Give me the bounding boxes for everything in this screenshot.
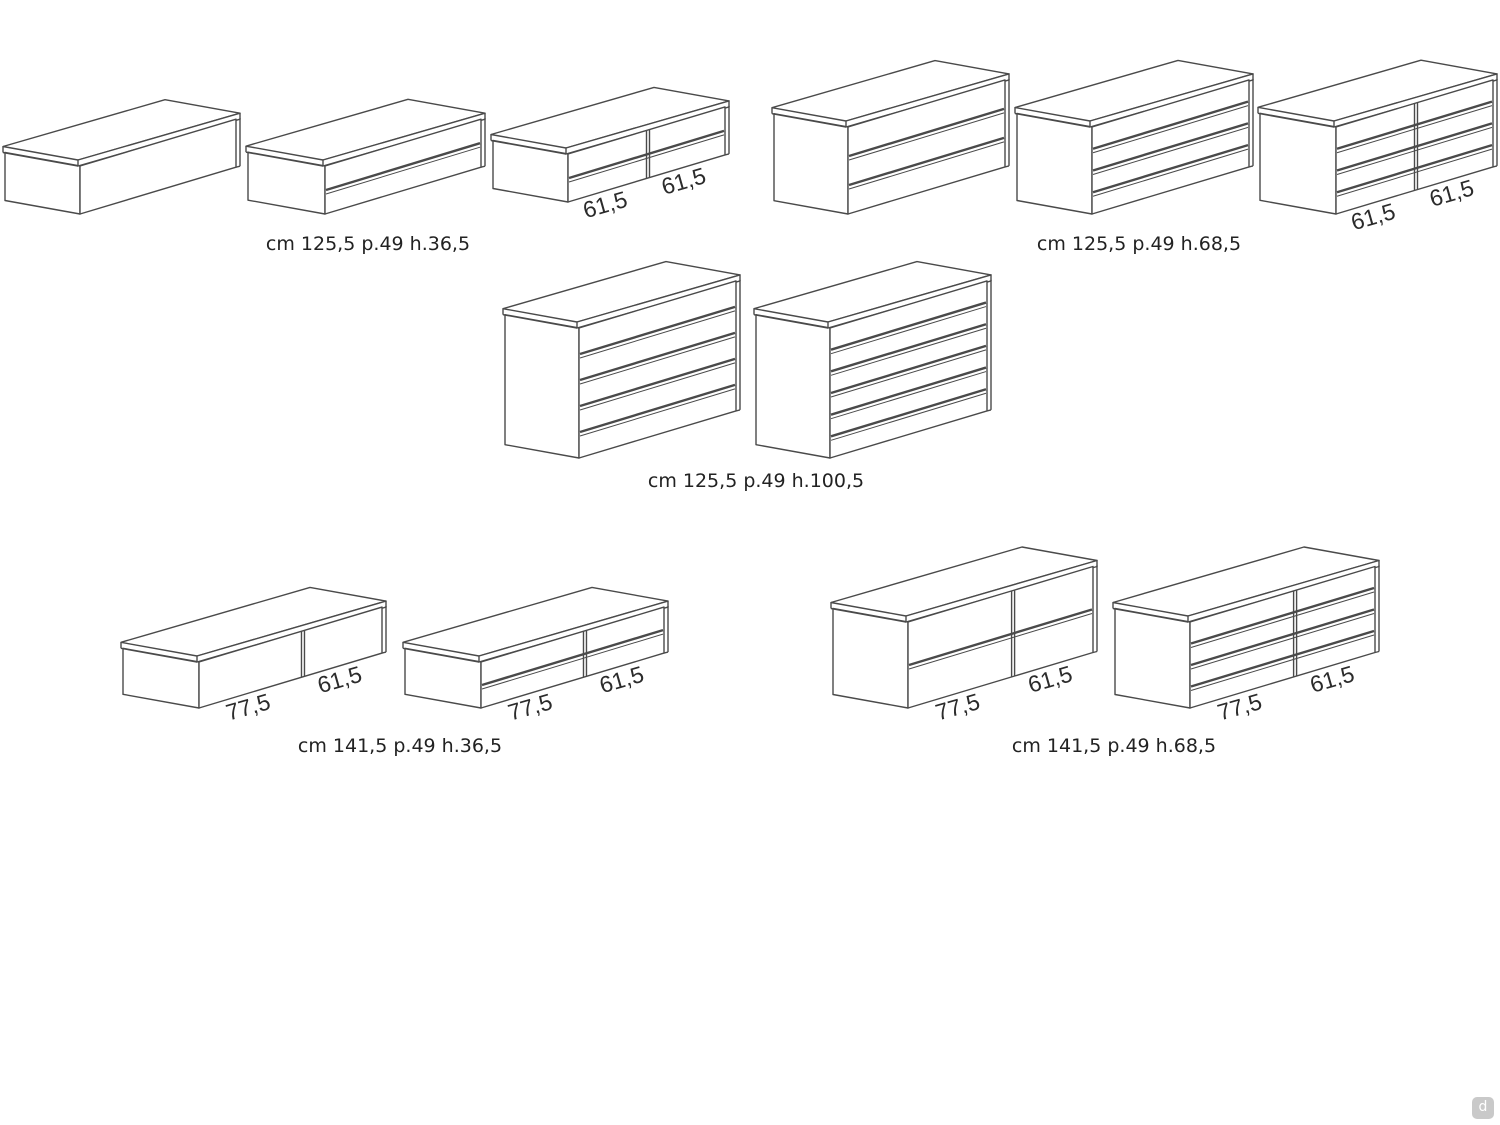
dresser-g1-v1	[2, 98, 241, 215]
brand-logo-icon: d	[1472, 1097, 1494, 1119]
dresser-g5-v1: 77,561,5	[830, 546, 1098, 725]
caption-group-2: cm 125,5 p.49 h.68,5	[1036, 233, 1242, 255]
dresser-g2-v2	[1014, 59, 1254, 215]
dresser-g5-v2: 77,561,5	[1112, 546, 1380, 725]
dresser-g4-v1: 77,561,5	[120, 586, 387, 726]
dresser-g4-v2: 77,561,5	[402, 586, 669, 726]
dresser-g1-v2	[245, 98, 486, 215]
caption-group-1: cm 125,5 p.49 h.36,5	[265, 233, 471, 255]
dresser-g3-v1	[502, 260, 741, 459]
dresser-g2-v1	[771, 59, 1010, 215]
caption-group-5: cm 141,5 p.49 h.68,5	[1011, 735, 1217, 757]
dresser-g3-v2	[753, 260, 992, 459]
caption-group-3: cm 125,5 p.49 h.100,5	[647, 470, 865, 492]
dresser-g2-v3: 61,561,5	[1257, 59, 1498, 235]
dresser-g1-v3: 61,561,5	[490, 86, 730, 223]
caption-group-4: cm 141,5 p.49 h.36,5	[297, 735, 503, 757]
